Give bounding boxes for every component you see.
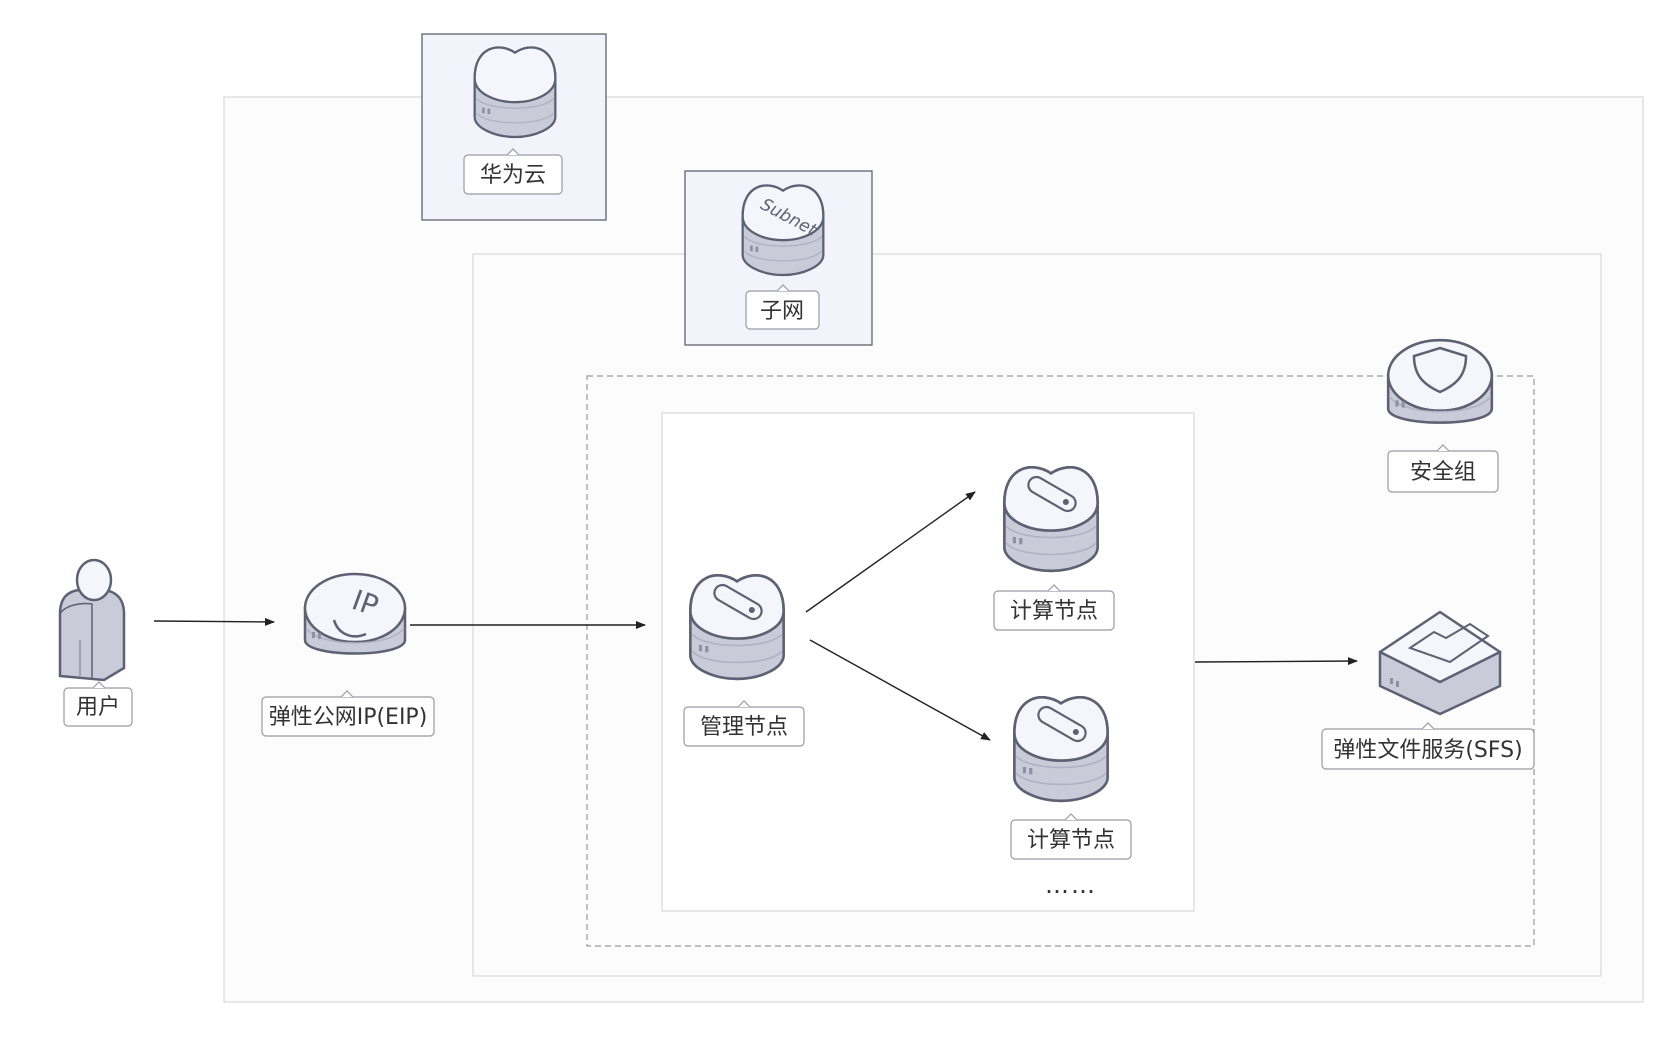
sfs-icon [1378,610,1502,716]
arrow-manager-to-compute-1 [805,491,976,613]
shield-icon-base [1386,338,1494,424]
connectors [153,491,1358,741]
eip-node[interactable]: IP 弹性公网IP(EIP) [261,572,435,737]
subnet-label: 子网 [760,299,804,324]
cloud-icon [473,46,557,139]
manager-node[interactable]: 管理节点 [683,573,805,747]
sfs-label: 弹性文件服务(SFS) [1333,738,1522,763]
huawei-cloud-label: 华为云 [480,163,546,188]
huawei-cloud-badge: 华为云 [421,33,607,221]
server-bar-icon [713,583,763,621]
server-bar-icon [1027,475,1077,513]
arrow-user-to-eip [153,617,275,626]
person-icon [58,558,126,682]
server-bar-icon [1037,705,1087,743]
ecs-server-icon [1012,695,1110,803]
sfs-node[interactable]: 弹性文件服务(SFS) [1321,610,1535,770]
user-node[interactable]: 用户 [58,558,133,727]
security-group-label: 安全组 [1410,460,1476,485]
compute-2-label: 计算节点 [1027,828,1115,853]
folder-icon [1407,622,1490,664]
arrow-group-to-sfs [1194,657,1358,666]
security-group-region [586,375,1535,947]
security-group-node[interactable]: 安全组 [1386,338,1499,493]
manager-label: 管理节点 [700,715,788,740]
user-label: 用户 [76,695,120,720]
compute-1-label: 计算节点 [1010,599,1098,624]
compute-node-2[interactable]: 计算节点 [1010,695,1132,860]
ecs-server-icon [1002,465,1100,573]
arrow-manager-to-compute-2 [809,639,991,741]
eip-label: 弹性公网IP(EIP) [269,705,428,730]
shield-icon [1412,346,1468,394]
more-nodes-ellipsis: …… [1045,871,1097,899]
compute-node-1[interactable]: 计算节点 [993,465,1115,631]
subnet-badge: Subnet 子网 [684,170,873,346]
ecs-server-icon [688,573,786,681]
